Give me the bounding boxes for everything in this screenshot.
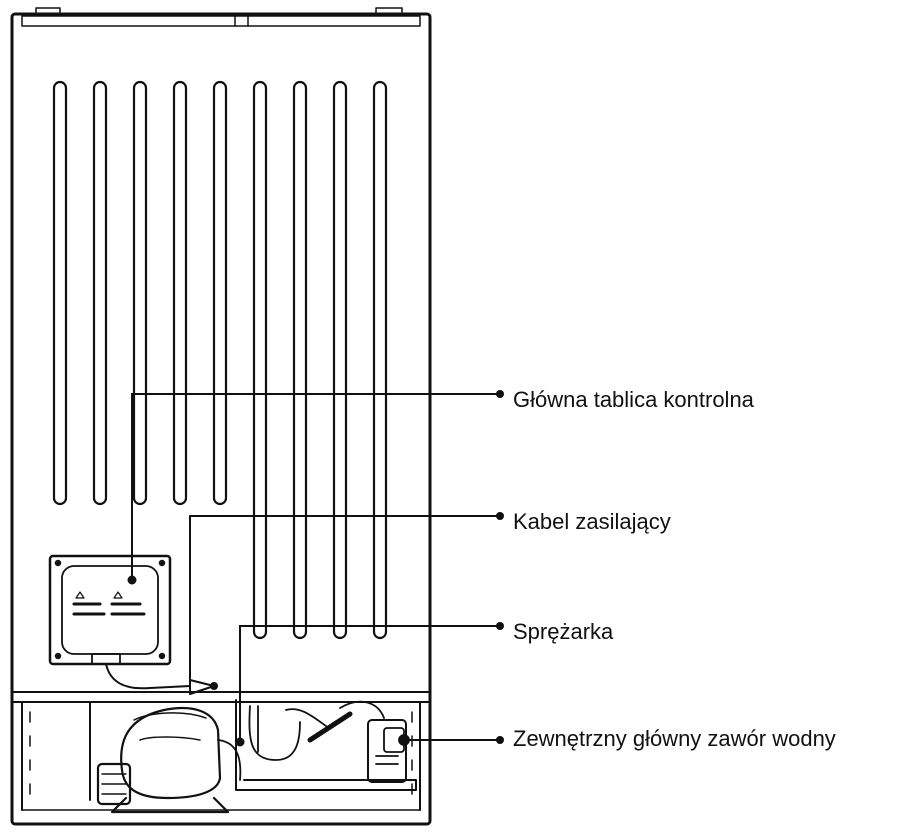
condenser-coils (52, 80, 388, 640)
compressor (96, 706, 242, 814)
dot-power-cable-label (496, 512, 504, 520)
dot-power-cable-target (210, 682, 218, 690)
control-board-cover (48, 554, 172, 666)
label-power-cable: Kabel zasilający (513, 509, 671, 534)
label-compressor: Sprężarka (513, 619, 614, 644)
leader-control-board (131, 393, 498, 578)
dot-compressor-target (235, 737, 245, 747)
leader-compressor (239, 625, 498, 742)
dot-compressor-label (496, 622, 504, 630)
label-control-board: Główna tablica kontrolna (513, 387, 754, 412)
label-water-valve: Zewnętrzny główny zawór wodny (513, 726, 836, 751)
dot-control-board-label (496, 390, 504, 398)
callout-dots (127, 390, 504, 747)
power-cable (105, 515, 499, 695)
cabinet-outline (10, 7, 432, 826)
leader-lines (131, 393, 498, 742)
pipes-and-valve (248, 700, 410, 783)
dot-control-board-target (127, 575, 137, 585)
dot-water-valve-target (399, 735, 409, 745)
dot-water-valve-label (496, 736, 504, 744)
